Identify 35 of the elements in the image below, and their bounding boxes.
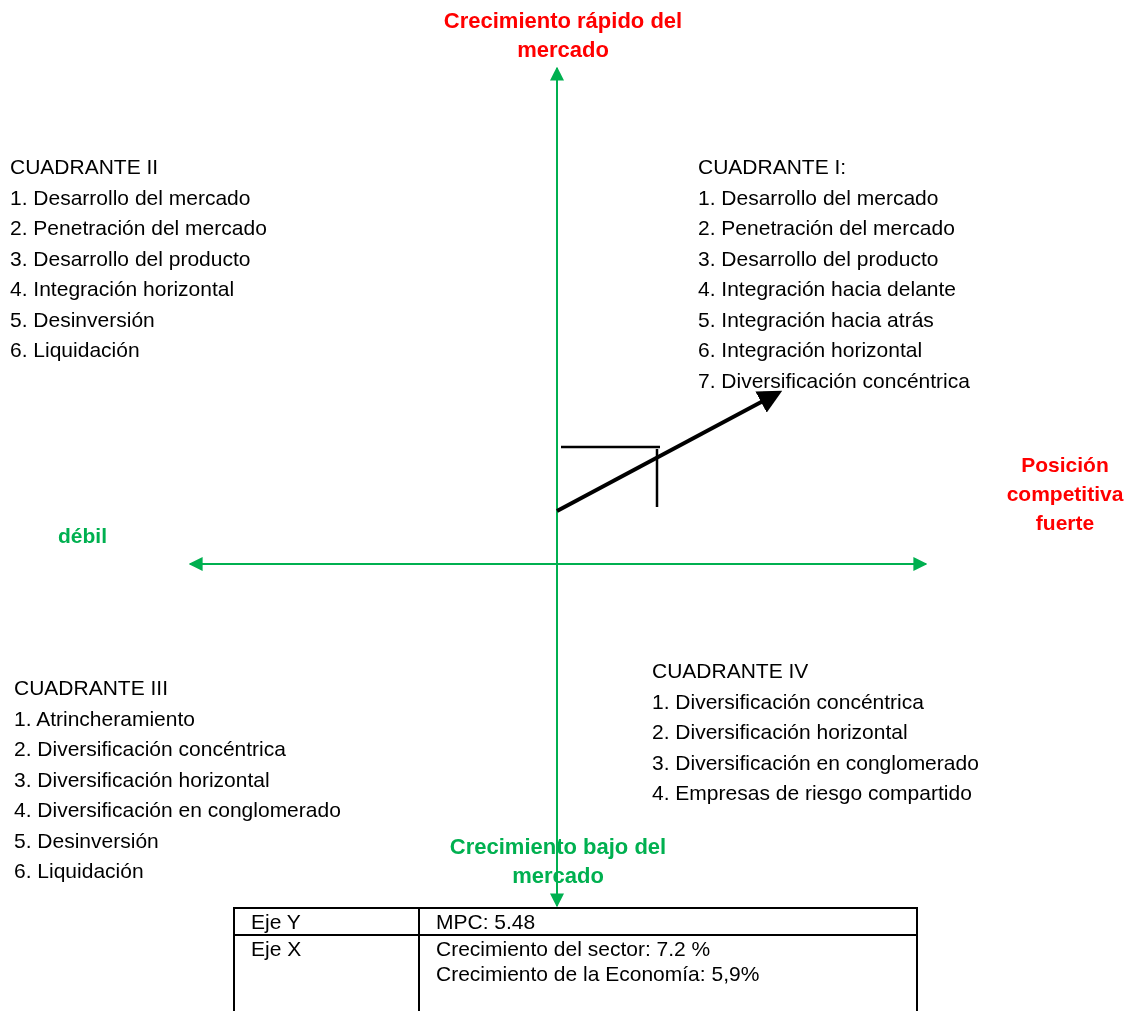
- strategy-item: 6. Integración horizontal: [698, 337, 924, 363]
- strategy-item: 2. Diversificación concéntrica: [14, 736, 287, 762]
- strategy-item: 3. Diversificación horizontal: [14, 766, 271, 793]
- strategy-item: 1. Desarrollo del mercado: [10, 184, 252, 211]
- strategy-item: 2. Penetración del mercado: [10, 215, 267, 241]
- strategy-item: 4. Diversificación en conglomerado: [14, 797, 341, 823]
- strategy-item: 4. Integración horizontal: [10, 276, 236, 302]
- table-cell-text: Crecimiento de la Economía: 5,9%: [436, 961, 761, 986]
- strategy-item: 3. Desarrollo del producto: [698, 245, 940, 272]
- strategy-item: 1. Desarrollo del mercado: [698, 184, 940, 211]
- strategy-item: 5. Integración hacia atrás: [698, 306, 935, 333]
- strategy-item: 1. Diversificación concéntrica: [652, 688, 925, 715]
- axis-label: débil: [58, 524, 107, 547]
- axis-label: Crecimiento rápido del mercado: [443, 8, 683, 62]
- quadrant-heading: CUADRANTE III: [14, 675, 169, 701]
- quadrant-heading: CUADRANTE IV: [652, 658, 810, 684]
- strategy-item: 5. Desinversión: [10, 306, 156, 333]
- strategy-item: 4. Integración hacia delante: [698, 276, 958, 302]
- strategy-item: 6. Liquidación: [10, 337, 141, 363]
- strategy-item: 2. Penetración del mercado: [698, 215, 956, 241]
- strategy-item: 7. Diversificación concéntrica: [698, 367, 970, 394]
- strategy-item: 1. Atrincheramiento: [14, 705, 196, 732]
- strategy-item: 2. Diversificación horizontal: [652, 719, 909, 745]
- strategy-item: 5. Desinversión: [14, 827, 160, 854]
- table-cell-text: Eje X: [251, 937, 302, 960]
- quadrant-heading: CUADRANTE I:: [698, 154, 848, 180]
- strategy-item: 3. Diversificación en conglomerado: [652, 749, 979, 776]
- table-cell-text: Crecimiento del sector: 7.2 %: [436, 936, 712, 961]
- strategy-item: 4. Empresas de riesgo compartido: [652, 780, 973, 806]
- axis-label: Posición competitiva fuerte: [1006, 453, 1124, 534]
- strategy-item: 3. Desarrollo del producto: [10, 245, 252, 272]
- table-cell-text: Eje Y: [251, 910, 301, 933]
- strategy-item: 6. Liquidación: [14, 858, 145, 884]
- quadrant-heading: CUADRANTE II: [10, 154, 160, 180]
- table-cell-text: MPC: 5.48: [436, 910, 536, 933]
